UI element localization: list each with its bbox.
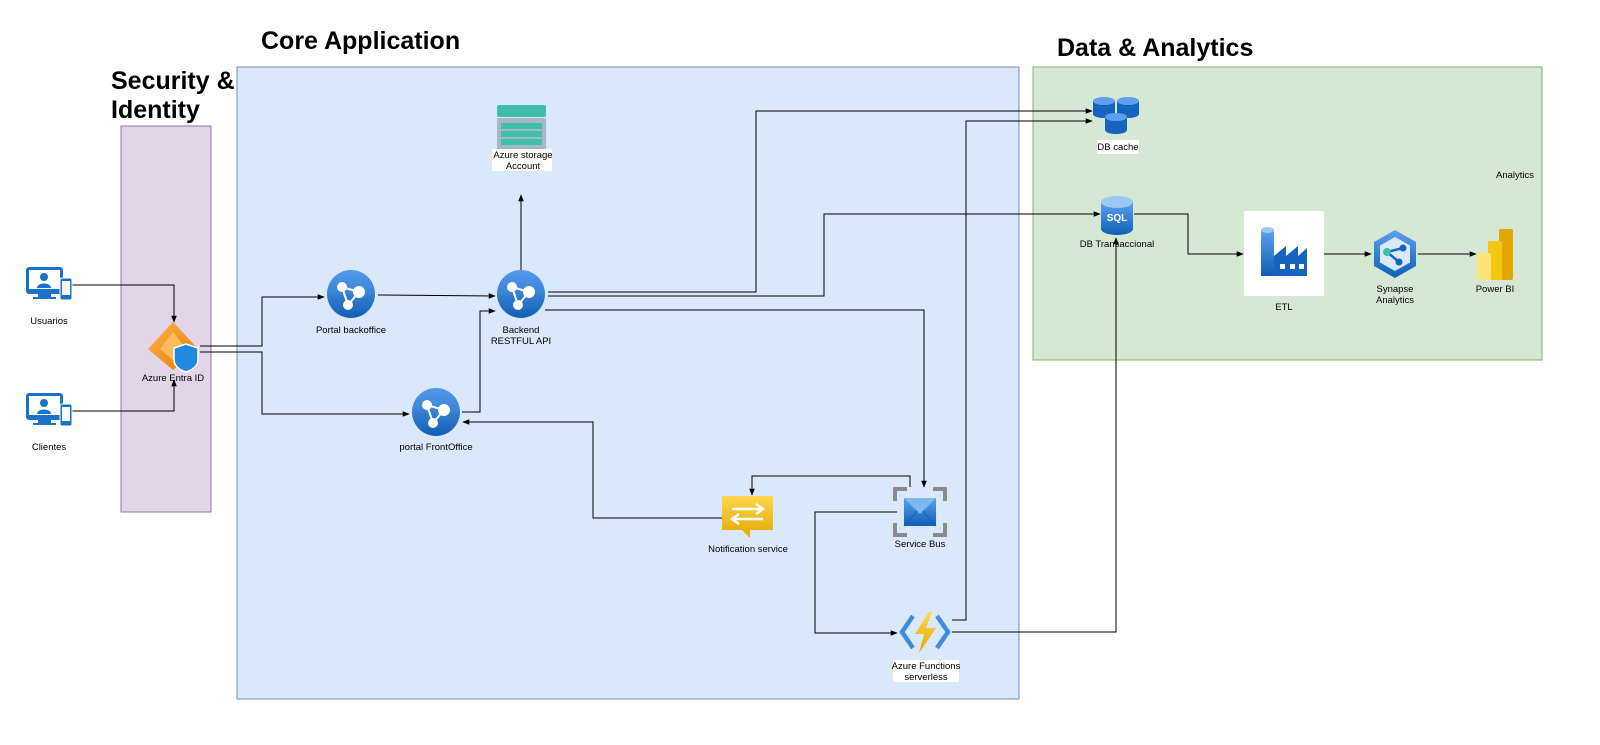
etl-label: ETL (1275, 302, 1292, 313)
app-service-icon (412, 388, 460, 436)
storage-label-background (492, 149, 552, 171)
service-bus-icon (893, 487, 947, 537)
portal-frontoffice-node[interactable]: portal FrontOffice (399, 388, 473, 453)
edge-servicebus-functions (814, 511, 898, 636)
service-bus-label: Service Bus (895, 539, 946, 550)
clientes-node[interactable]: Clientes (26, 393, 73, 453)
connectors (70, 108, 1477, 636)
edge-entra-frontoffice (200, 351, 410, 417)
db-cache-label-background (1097, 140, 1139, 154)
db-cache-label: DB cache (1097, 142, 1138, 153)
storage-label-line1: Azure storage (493, 150, 552, 161)
storage-account-icon (497, 105, 546, 150)
sql-badge: SQL (1107, 213, 1128, 224)
backend-api-node[interactable]: Backend RESTFUL API (491, 270, 551, 347)
azure-storage-account-node[interactable]: Azure storage Account (492, 105, 553, 172)
synapse-analytics-node[interactable]: Synapse Analytics (1374, 230, 1416, 306)
app-service-icon (327, 270, 375, 318)
edge-backend-dbtrans (548, 211, 1101, 297)
data-analytics-title: Data & Analytics (1057, 34, 1253, 62)
edge-functions-dbtrans (952, 237, 1119, 633)
azure-functions-icon (899, 612, 951, 653)
db-transaccional-node[interactable]: SQL DB Transaccional (1080, 196, 1154, 250)
azure-entra-id-label: Azure Entra ID (142, 373, 204, 384)
functions-label-line2: serverless (904, 672, 948, 683)
edge-backend-dbcache (548, 108, 1093, 293)
edge-functions-dbcache (952, 118, 1093, 621)
notification-service-node[interactable]: Notification service (708, 496, 788, 555)
edge-usuarios-entra (70, 284, 177, 323)
power-bi-icon (1477, 229, 1513, 280)
backend-label-line2: RESTFUL API (491, 336, 551, 347)
backend-label-line1: Backend (503, 325, 540, 336)
usuarios-label: Usuarios (30, 316, 68, 327)
synapse-label-line2: Analytics (1376, 295, 1414, 306)
azure-functions-node[interactable]: Azure Functions serverless (892, 612, 961, 683)
sql-database-icon: SQL (1101, 196, 1133, 235)
synapse-analytics-icon (1374, 230, 1416, 278)
clientes-label: Clientes (32, 442, 67, 453)
etl-node[interactable]: ETL (1244, 211, 1324, 313)
security-identity-group (120, 125, 212, 513)
power-bi-node[interactable]: Power BI (1476, 229, 1515, 295)
edge-backend-servicebus (545, 309, 927, 488)
db-transaccional-label: DB Transaccional (1080, 239, 1154, 250)
portal-frontoffice-label: portal FrontOffice (399, 442, 472, 453)
user-devices-icon (26, 267, 73, 301)
edge-servicebus-notification (749, 475, 911, 496)
functions-label-background (893, 660, 959, 682)
functions-label-line1: Azure Functions (892, 661, 961, 672)
core-application-title: Core Application (261, 27, 460, 55)
analytics-label: Analytics (1496, 170, 1534, 181)
edge-backoffice-backend (377, 293, 496, 299)
edge-frontoffice-backend (462, 308, 496, 413)
synapse-label-line1: Synapse (1377, 284, 1414, 295)
app-service-icon (497, 270, 545, 318)
entra-id-icon (148, 322, 199, 373)
notification-service-label: Notification service (708, 544, 788, 555)
core-application-group (236, 66, 1020, 700)
storage-label-line2: Account (506, 161, 541, 172)
security-identity-title-line2: Identity (111, 96, 200, 124)
cache-database-icon (1093, 97, 1139, 134)
security-identity-title-line1: Security & (111, 67, 235, 95)
portal-backoffice-node[interactable]: Portal backoffice (316, 270, 386, 336)
user-devices-icon (26, 393, 73, 427)
edge-entra-backoffice (200, 294, 325, 347)
service-bus-node[interactable]: Service Bus (893, 487, 947, 550)
power-bi-label: Power BI (1476, 284, 1515, 295)
usuarios-node[interactable]: Usuarios (26, 267, 73, 327)
azure-entra-id-node[interactable]: Azure Entra ID (142, 322, 204, 384)
portal-backoffice-label: Portal backoffice (316, 325, 386, 336)
edge-notification-frontoffice (462, 419, 722, 519)
data-factory-icon (1261, 227, 1307, 276)
edge-dbtrans-etl (1134, 213, 1244, 257)
edge-clientes-entra (70, 379, 177, 412)
db-cache-node[interactable]: DB cache (1093, 97, 1139, 154)
notification-hub-icon (722, 496, 773, 538)
